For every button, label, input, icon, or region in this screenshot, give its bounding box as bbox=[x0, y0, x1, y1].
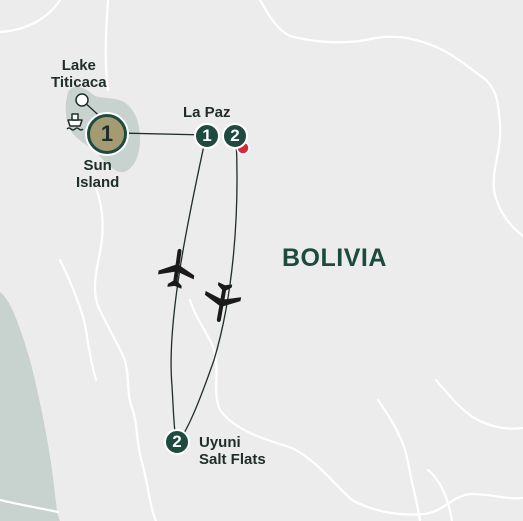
stop-marker-uyuni[interactable]: 2 bbox=[164, 429, 190, 455]
lake-titicaca-line2: Titicaca bbox=[51, 74, 107, 91]
stop-marker-la-paz-1[interactable]: 1 bbox=[194, 123, 220, 149]
stop-marker-sun-island[interactable]: 1 bbox=[87, 114, 127, 154]
route-lines bbox=[81, 99, 238, 443]
place-label-sun-island: Sun Island bbox=[76, 157, 119, 191]
country-label: BOLIVIA bbox=[282, 244, 387, 272]
boat-icon bbox=[66, 113, 84, 131]
place-label-uyuni: Uyuni Salt Flats bbox=[199, 434, 266, 468]
lake-titicaca-line1: Lake bbox=[61, 57, 96, 74]
coastal-water bbox=[0, 292, 60, 521]
place-label-la-paz: La Paz bbox=[183, 104, 231, 121]
uyuni-line2: Salt Flats bbox=[199, 451, 266, 468]
uyuni-line1: Uyuni bbox=[199, 434, 241, 451]
place-label-lake-titicaca: Lake Titicaca bbox=[51, 57, 107, 91]
sun-island-line1: Sun bbox=[83, 157, 112, 174]
sun-island-line2: Island bbox=[76, 174, 120, 191]
airplane-icon bbox=[204, 282, 242, 322]
stop-marker-la-paz-2[interactable]: 2 bbox=[222, 123, 248, 149]
location-pin-icon bbox=[75, 93, 89, 107]
airplane-icon bbox=[158, 248, 195, 289]
